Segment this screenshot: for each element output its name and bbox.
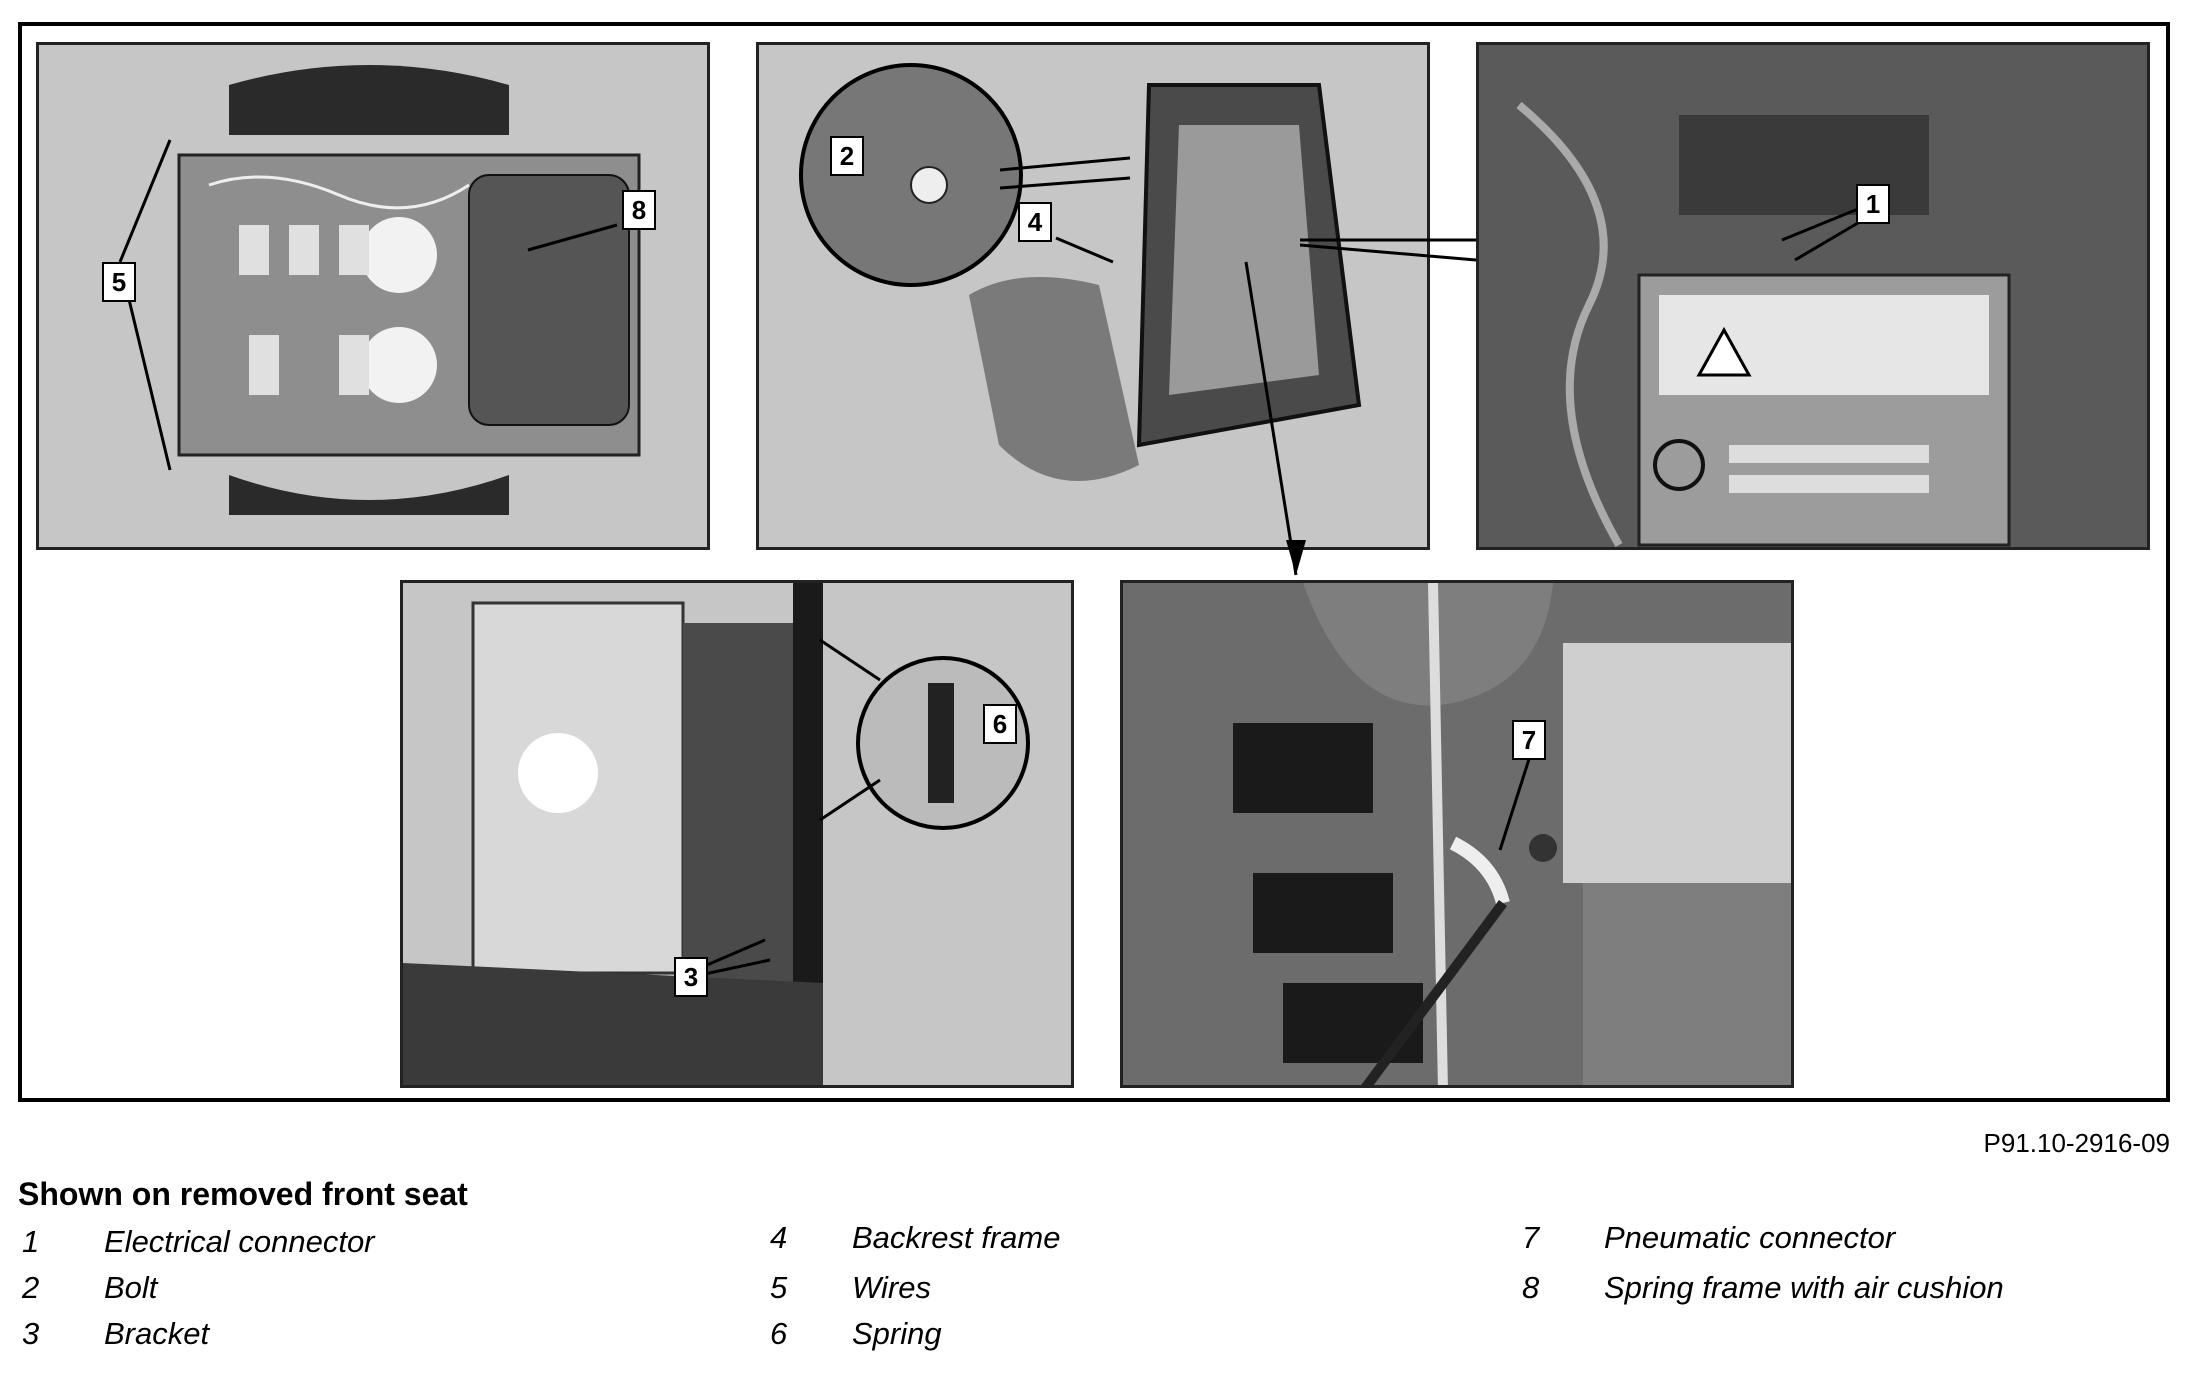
panel-seat-cushion [36, 42, 710, 550]
legend-number: 4 [770, 1220, 788, 1255]
callout-8: 8 [622, 190, 656, 230]
callout-7: 7 [1512, 720, 1546, 760]
callout-4: 4 [1018, 202, 1052, 242]
legend-number: 5 [770, 1270, 788, 1305]
legend-number: 3 [22, 1316, 40, 1351]
legend-label: Electrical connector [104, 1224, 375, 1259]
legend-number: 7 [1522, 1220, 1540, 1255]
panel-bracket-spring [400, 580, 1074, 1088]
electrical-connector-illustration [1479, 45, 2147, 547]
backrest-frame-illustration [799, 63, 1362, 481]
seat-cushion-illustration [177, 65, 641, 515]
legend-label: Bolt [104, 1270, 158, 1305]
legend-number: 8 [1522, 1270, 1540, 1305]
legend-number: 6 [770, 1316, 788, 1351]
panel-pneumatic-connector [1120, 580, 1794, 1088]
legend-number: 1 [22, 1224, 40, 1259]
panel-electrical-connector [1476, 42, 2150, 550]
legend-label: Backrest frame [852, 1220, 1061, 1255]
figure-reference: P91.10-2916-09 [1983, 1128, 2170, 1158]
callout-3: 3 [674, 957, 708, 997]
panel-backrest-frame [756, 42, 1430, 550]
callout-5: 5 [102, 262, 136, 302]
legend-label: Spring [852, 1316, 942, 1351]
legend-label: Spring frame with air cushion [1604, 1270, 2004, 1305]
callout-6: 6 [983, 704, 1017, 744]
callout-2: 2 [830, 136, 864, 176]
legend-label: Bracket [104, 1316, 210, 1351]
legend-heading: Shown on removed front seat [18, 1176, 468, 1212]
legend-label: Pneumatic connector [1604, 1220, 1896, 1255]
legend-number: 2 [22, 1270, 40, 1305]
callout-1: 1 [1856, 184, 1890, 224]
pneumatic-connector-illustration [1123, 583, 1791, 1085]
legend-label: Wires [852, 1270, 931, 1305]
